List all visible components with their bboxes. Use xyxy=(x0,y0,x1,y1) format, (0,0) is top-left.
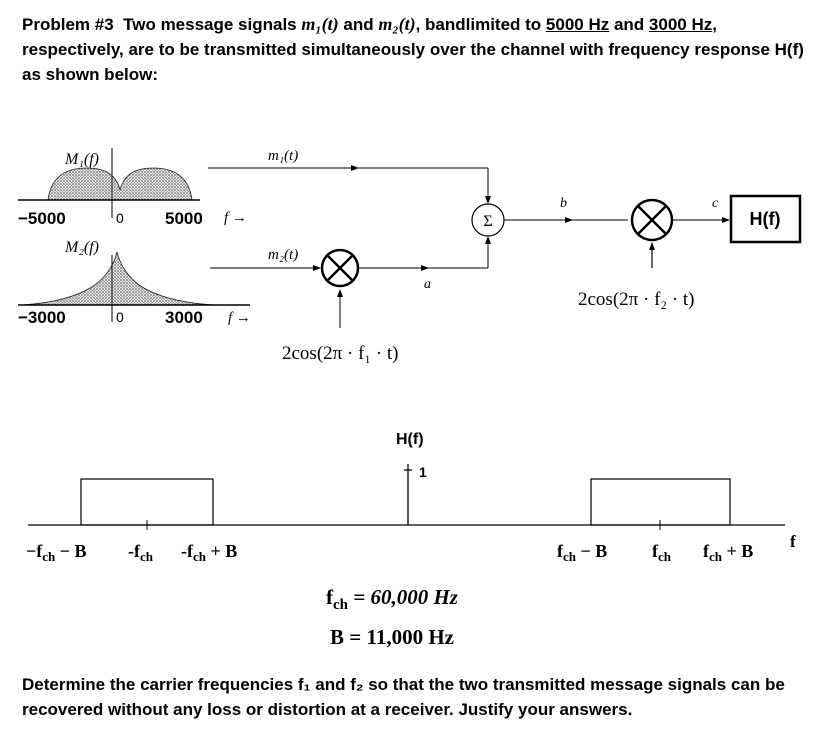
response-f-label: f xyxy=(790,532,796,551)
problem-text-2: and xyxy=(338,15,379,34)
channel-box: H(f) xyxy=(729,194,802,244)
bandwidth-1: 5000 Hz xyxy=(545,15,610,34)
response-level-label: 1 xyxy=(419,464,427,480)
fch-value: fch = 60,000 Hz xyxy=(326,585,459,613)
m2-spectrum: M₂(f) −3000 0 3000 f → xyxy=(18,239,251,327)
problem-text-1: Two message signals xyxy=(123,15,302,34)
m1-pos-tick: 5000 xyxy=(165,209,203,228)
m2-spectrum-label: M₂(f) xyxy=(64,239,99,256)
m1-symbol: m₁(t) xyxy=(301,14,339,34)
mixer-2 xyxy=(630,198,674,242)
m1-time-label: m₁(t) xyxy=(268,148,298,164)
bandwidth-2: 3000 Hz xyxy=(648,15,713,34)
m2-neg-tick: −3000 xyxy=(18,308,66,327)
m2-symbol: m₂(t) xyxy=(378,14,416,34)
pos-upper-edge-label: fch + B xyxy=(703,541,753,564)
neg-center-label: -fch xyxy=(128,541,154,564)
node-c-label: c xyxy=(712,196,719,211)
m1-zero-tick: 0 xyxy=(116,210,124,226)
channel-label: H(f) xyxy=(750,209,781,229)
m2-spectrum-shape xyxy=(21,251,216,306)
neg-lower-edge-label: −fch − B xyxy=(26,541,87,564)
neg-upper-edge-label: -fch + B xyxy=(181,541,237,564)
m2-zero-tick: 0 xyxy=(116,309,124,325)
response-title: H(f) xyxy=(396,431,424,448)
question-text: Determine the carrier frequencies f₁ and… xyxy=(22,675,785,719)
parameters: fch = 60,000 Hz B = 11,000 Hz xyxy=(326,585,459,649)
node-b-label: b xyxy=(560,196,567,211)
channel-response: H(f) 1 −fch − B -fch -fch + B fch − B fc… xyxy=(26,431,796,564)
node-a-label: a xyxy=(424,277,431,292)
problem-statement: Problem #3 Two message signals m₁(t) and… xyxy=(22,12,812,87)
bandwidth-value: B = 11,000 Hz xyxy=(330,625,454,649)
m2-f-axis-label: f → xyxy=(228,310,251,326)
problem-number: Problem #3 xyxy=(22,15,114,34)
pos-lower-edge-label: fch − B xyxy=(557,541,607,564)
m1-spectrum-shape xyxy=(47,167,193,201)
m1-spectrum: M₁(f) −5000 0 5000 f → xyxy=(18,148,247,228)
carrier2-label: 2cos(2π · f₂ · t) xyxy=(578,289,694,310)
pos-center-label: fch xyxy=(652,541,672,564)
block-diagram: m₁(t) m₂(t) 2cos(2π · f₁ · t) a Σ b xyxy=(208,148,802,364)
m2-pos-tick: 3000 xyxy=(165,308,203,327)
mixer-1 xyxy=(320,248,360,288)
m1-f-axis-label: f → xyxy=(224,210,247,226)
problem-text-3: , bandlimited to xyxy=(415,15,546,34)
problem-text-4: and xyxy=(609,15,649,34)
summer: Σ xyxy=(471,203,505,237)
m1-spectrum-label: M₁(f) xyxy=(64,151,99,168)
negative-passband xyxy=(80,478,214,526)
m2-time-label: m₂(t) xyxy=(268,247,298,263)
sum-symbol: Σ xyxy=(483,213,492,230)
carrier1-label: 2cos(2π · f₁ · t) xyxy=(282,343,398,364)
problem-text-5: , respectively, are to be transmitted si… xyxy=(22,15,804,84)
m1-neg-tick: −5000 xyxy=(18,209,66,228)
positive-passband xyxy=(590,478,731,526)
